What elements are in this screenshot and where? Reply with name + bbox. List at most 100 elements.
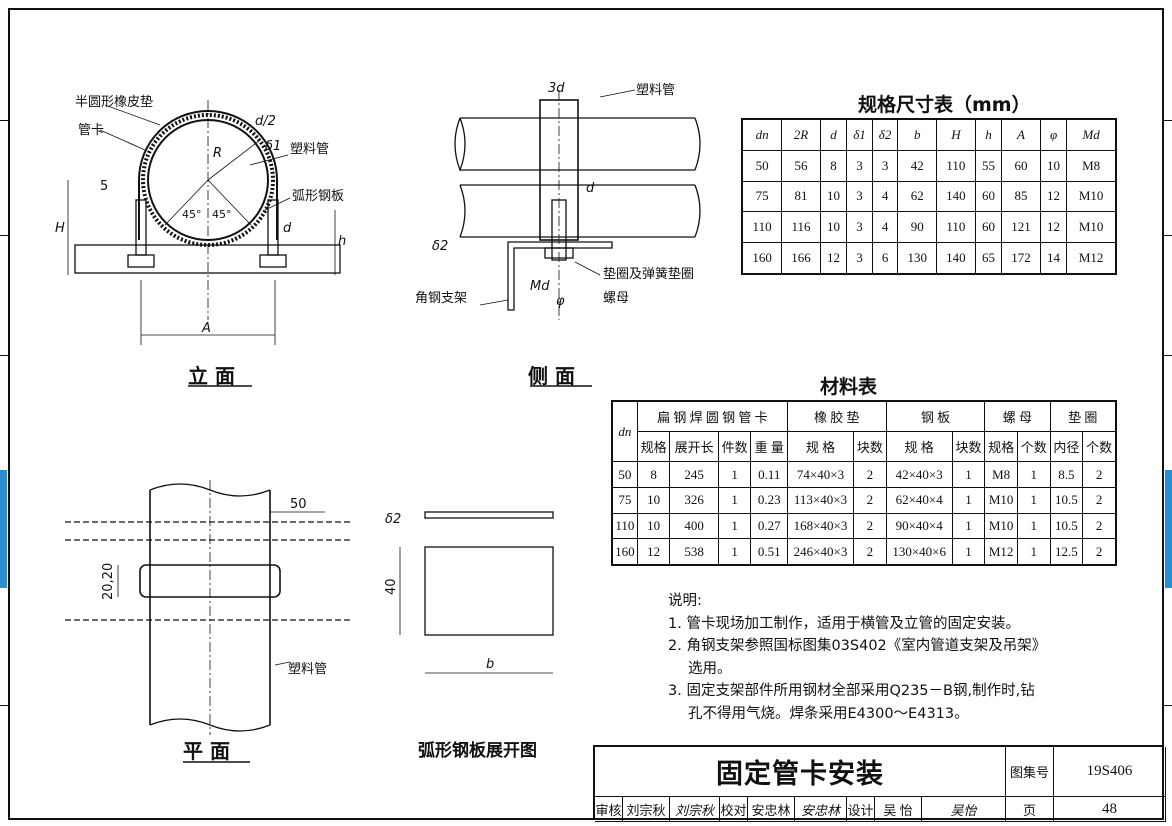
table-cell: 2 (853, 538, 887, 566)
table-cell: M12 (984, 538, 1018, 566)
table-cell: 56 (781, 150, 821, 182)
spec-header: dn (741, 118, 783, 152)
header-group: 橡 胶 垫 (786, 400, 887, 433)
dim-label: 3d (548, 81, 565, 96)
table-cell: 10 (819, 180, 848, 213)
title-block: 固定管卡安装 图集号 19S406 审核 刘宗秋 刘宗秋 校对 安忠林 安忠林 … (593, 745, 1166, 822)
label-plastic-pipe: 塑料管 (290, 142, 329, 157)
atlas-label: 图集号 (1006, 747, 1054, 797)
header-group: 钢 板 (885, 400, 986, 433)
dim-label: H (55, 221, 65, 236)
plan-view (65, 480, 350, 763)
dim-label: b (486, 657, 494, 672)
spec-header: δ1 (846, 118, 873, 152)
table-cell: 2 (1082, 487, 1117, 514)
dim-label: δ1 (265, 139, 281, 154)
dim-label: 45° (182, 208, 202, 221)
table-cell: 62×40×4 (885, 487, 953, 514)
side-view (454, 89, 701, 387)
table-cell: 42 (897, 150, 938, 182)
sub-header: 内径 (1049, 431, 1084, 463)
table-cell: 0.51 (750, 538, 788, 566)
table-cell: 62 (897, 180, 938, 213)
table-cell: 160 (741, 241, 783, 275)
table-cell: 81 (781, 180, 821, 213)
table-cell: 113×40×3 (786, 487, 855, 514)
note-line: 2. 角钢支架参照国标图集03S402《室内管道支架及吊架》 (668, 638, 1047, 654)
table-cell: 90×40×4 (885, 512, 953, 540)
table-cell: 246×40×3 (786, 538, 855, 566)
sub-header: 块数 (853, 431, 887, 463)
table-cell: 1 (1016, 461, 1051, 488)
table-cell: 10.5 (1049, 487, 1084, 514)
material-table-title: 材料表 (820, 376, 878, 398)
sub-header: 个数 (1082, 431, 1117, 463)
table-cell: 10 (636, 512, 671, 540)
table-cell: 0.11 (750, 461, 788, 488)
dim-label: d (283, 221, 292, 236)
margin-tick (1164, 355, 1172, 356)
table-cell: 110 (936, 150, 976, 182)
header-group: 螺 母 (984, 400, 1051, 433)
unfold-view (399, 511, 554, 674)
material-table: dn 扁 钢 焊 圆 钢 管 卡 橡 胶 垫 钢 板 螺 母 垫 圈 规格展开长… (611, 400, 1117, 566)
view-title-side: 侧 面 (528, 364, 575, 388)
table-cell: 121 (1001, 211, 1041, 243)
table-cell: 1 (951, 512, 986, 540)
margin-tick (1164, 235, 1172, 236)
checker-signature: 安忠林 (795, 797, 847, 822)
table-cell: 110 (936, 211, 976, 243)
table-cell: 166 (781, 241, 821, 275)
dim-label: δ2 (385, 512, 401, 527)
table-cell: 1 (717, 487, 752, 514)
table-cell: 1 (951, 487, 986, 514)
binding-marker (0, 470, 7, 588)
table-cell: 1 (717, 538, 752, 566)
plate-edge (424, 511, 554, 519)
nut-right (259, 254, 287, 268)
dim-label: δ2 (432, 239, 448, 254)
clamp-band (138, 110, 278, 240)
label-plastic-pipe-side: 塑料管 (636, 83, 675, 98)
dim-label: d (586, 181, 595, 196)
table-cell: 10 (636, 487, 671, 514)
spec-header: H (936, 118, 976, 152)
table-cell: 140 (936, 241, 976, 275)
spec-header: h (974, 118, 1003, 152)
table-cell: 55 (974, 150, 1003, 182)
sub-header: 规 格 (786, 431, 855, 463)
sub-header: 规格 (984, 431, 1018, 463)
label-arc-plate: 弧形钢板 (292, 189, 344, 204)
label-angle-bracket: 角钢支架 (415, 291, 467, 306)
header-group: 垫 圈 (1049, 400, 1117, 433)
binding-marker (1165, 470, 1172, 588)
table-cell: 1 (951, 538, 986, 566)
label-washer: 垫圈及弹簧垫圈 (603, 266, 694, 282)
table-cell: 74×40×3 (786, 461, 855, 488)
sub-header: 展开长 (669, 431, 719, 463)
sub-header: 件数 (717, 431, 752, 463)
view-title-unfold: 弧形钢板展开图 (418, 740, 537, 761)
dim-label: A (201, 321, 211, 336)
sub-header: 重 量 (750, 431, 788, 463)
table-cell: 10 (1039, 150, 1068, 182)
sub-header: 规 格 (885, 431, 953, 463)
table-cell: 140 (936, 180, 976, 213)
designer-name: 吴 怡 (875, 797, 922, 822)
table-cell: 42×40×3 (885, 461, 953, 488)
table-cell: 1 (1016, 538, 1051, 566)
sub-header: 规格 (636, 431, 671, 463)
table-cell: 8 (819, 150, 848, 182)
dim-label: 40 (384, 578, 399, 595)
view-title-elevation: 立 面 (188, 364, 235, 388)
check-label: 校对 (720, 797, 748, 822)
review-label: 审核 (595, 797, 623, 822)
dim-label: h (338, 234, 346, 249)
table-cell: 1 (1016, 512, 1051, 540)
angle-bracket (74, 244, 341, 274)
table-cell: 12 (1039, 211, 1068, 243)
